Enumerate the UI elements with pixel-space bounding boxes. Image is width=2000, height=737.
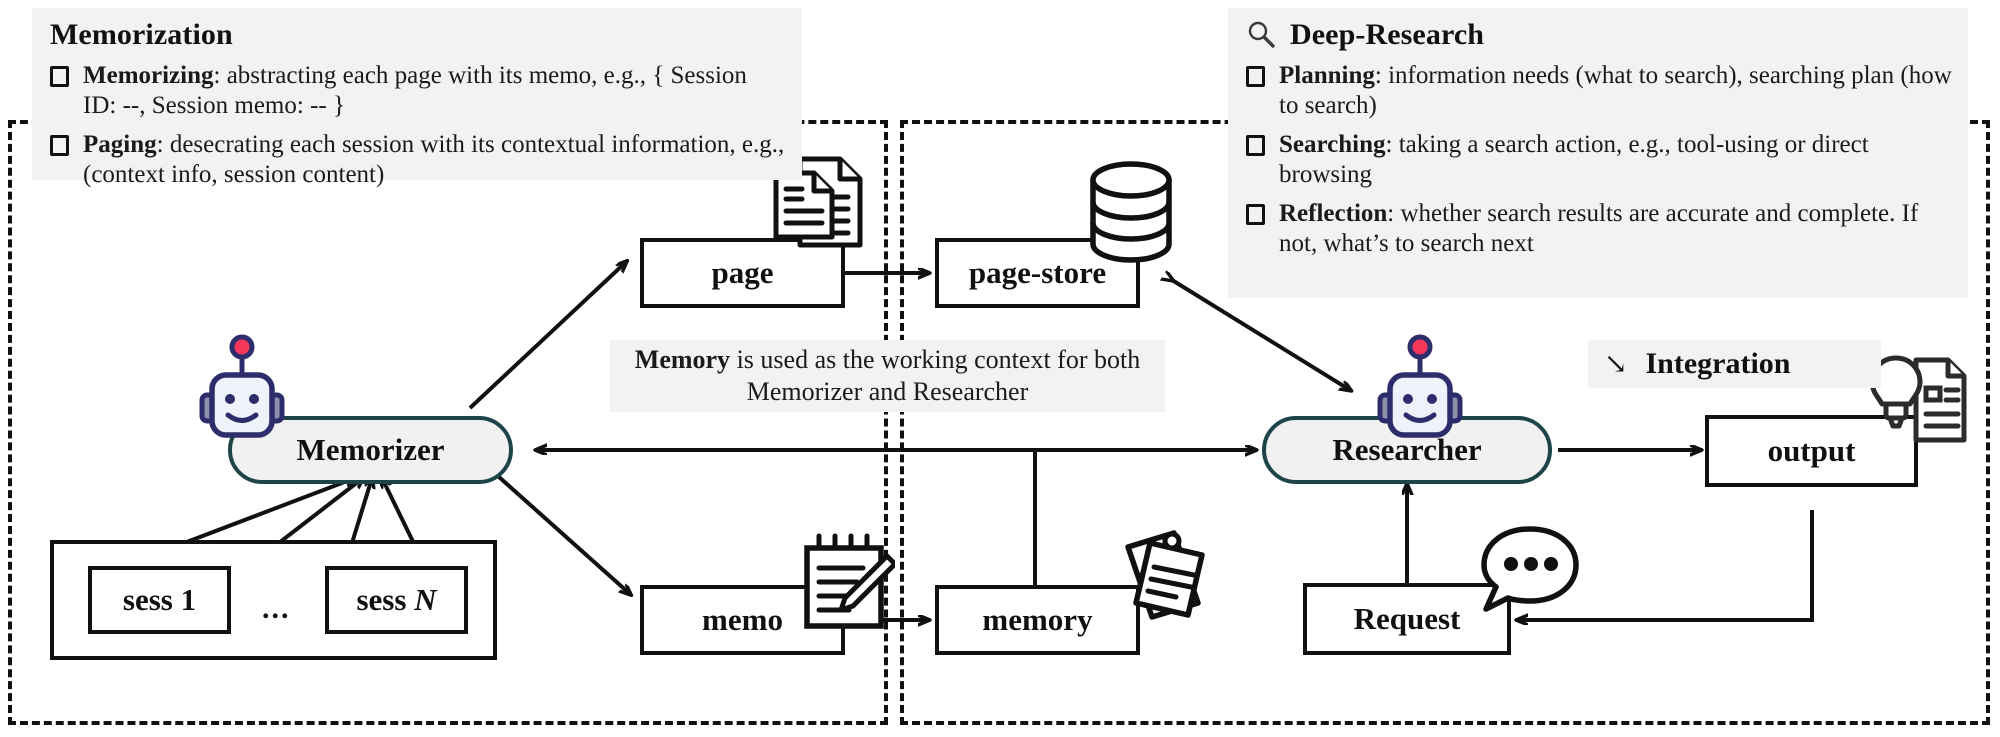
robot-icon-researcher [1377, 334, 1463, 438]
documents-icon [773, 156, 863, 248]
checkbox-icon [1246, 66, 1265, 87]
bullet-searching-lead: Searching [1279, 131, 1386, 158]
node-memorizer[interactable]: Memorizer [228, 416, 513, 484]
checkbox-icon [50, 135, 69, 156]
node-memory[interactable]: memory [935, 585, 1140, 655]
bullet-searching-rest: : taking a search action, e.g., tool-usi… [1279, 131, 1869, 188]
node-memory-label: memory [982, 602, 1093, 637]
speech-bubble-icon [1481, 526, 1579, 612]
integration-label-text: Integration [1645, 347, 1791, 380]
sessions-ellipsis: ... [262, 592, 291, 625]
bulb-document-icon [1870, 355, 1967, 443]
memorization-bullets: Memorizing: abstracting each page with i… [50, 61, 786, 190]
memory-caption-lead: Memory [634, 344, 731, 374]
bullet-paging-rest: : desecrating each session with its cont… [83, 131, 785, 188]
node-memorizer-label: Memorizer [296, 432, 445, 467]
bullet-paging: Paging: desecrating each session with it… [50, 130, 786, 190]
bullet-paging-lead: Paging [83, 131, 157, 158]
bullet-memorizing: Memorizing: abstracting each page with i… [50, 61, 786, 121]
bullet-reflection-lead: Reflection [1279, 200, 1388, 227]
deep-research-bullets: Planning: information needs (what to sea… [1246, 61, 1952, 259]
node-sess-n-label: sess N [356, 582, 437, 617]
memory-caption-rest: is used as the working context for both … [730, 344, 1141, 407]
bullet-reflection-rest: : whether search results are accurate an… [1279, 200, 1919, 257]
node-sess-1-label: sess 1 [122, 582, 197, 617]
deep-research-title: Deep-Research [1246, 18, 1952, 52]
magnifier-icon [1248, 21, 1275, 48]
deep-research-panel: Deep-Research Planning: information need… [1228, 8, 1968, 298]
node-output[interactable]: output [1705, 415, 1918, 487]
robot-icon-memorizer [199, 334, 285, 438]
node-page-store-label: page-store [968, 255, 1107, 290]
node-request-label: Request [1353, 601, 1461, 636]
bullet-memorizing-lead: Memorizing [83, 62, 214, 89]
integration-label: ↘ Integration [1588, 340, 1881, 388]
bullet-searching: Searching: taking a search action, e.g.,… [1246, 130, 1952, 190]
arrow-down-right-icon: ↘ [1604, 349, 1628, 380]
checkbox-icon [50, 66, 69, 87]
bullet-reflection: Reflection: whether search results are a… [1246, 199, 1952, 259]
node-memo-label: memo [702, 602, 783, 637]
checkbox-icon [1246, 204, 1265, 225]
memorization-panel: Memorization Memorizing: abstracting eac… [32, 8, 802, 188]
node-request[interactable]: Request [1303, 583, 1511, 655]
node-sess-1[interactable]: sess 1 [88, 566, 231, 634]
bullet-memorizing-rest: : abstracting each page with its memo, e… [83, 62, 747, 119]
node-researcher-label: Researcher [1332, 432, 1482, 467]
bullet-planning-rest: : information needs (what to search), se… [1279, 62, 1952, 119]
database-icon [1090, 161, 1172, 263]
bullet-planning: Planning: information needs (what to sea… [1246, 61, 1952, 121]
memorization-title-text: Memorization [50, 18, 233, 51]
node-output-label: output [1767, 433, 1856, 468]
memory-caption: Memory is used as the working context fo… [610, 340, 1165, 412]
sticky-notes-icon [1125, 530, 1205, 620]
notepad-pencil-icon [804, 533, 895, 629]
bullet-planning-lead: Planning [1279, 62, 1375, 89]
deep-research-title-text: Deep-Research [1290, 18, 1485, 51]
node-page[interactable]: page [640, 238, 845, 308]
memorization-title: Memorization [50, 18, 786, 52]
node-sess-n[interactable]: sess N [325, 566, 468, 634]
checkbox-icon [1246, 135, 1265, 156]
node-page-label: page [711, 255, 774, 290]
